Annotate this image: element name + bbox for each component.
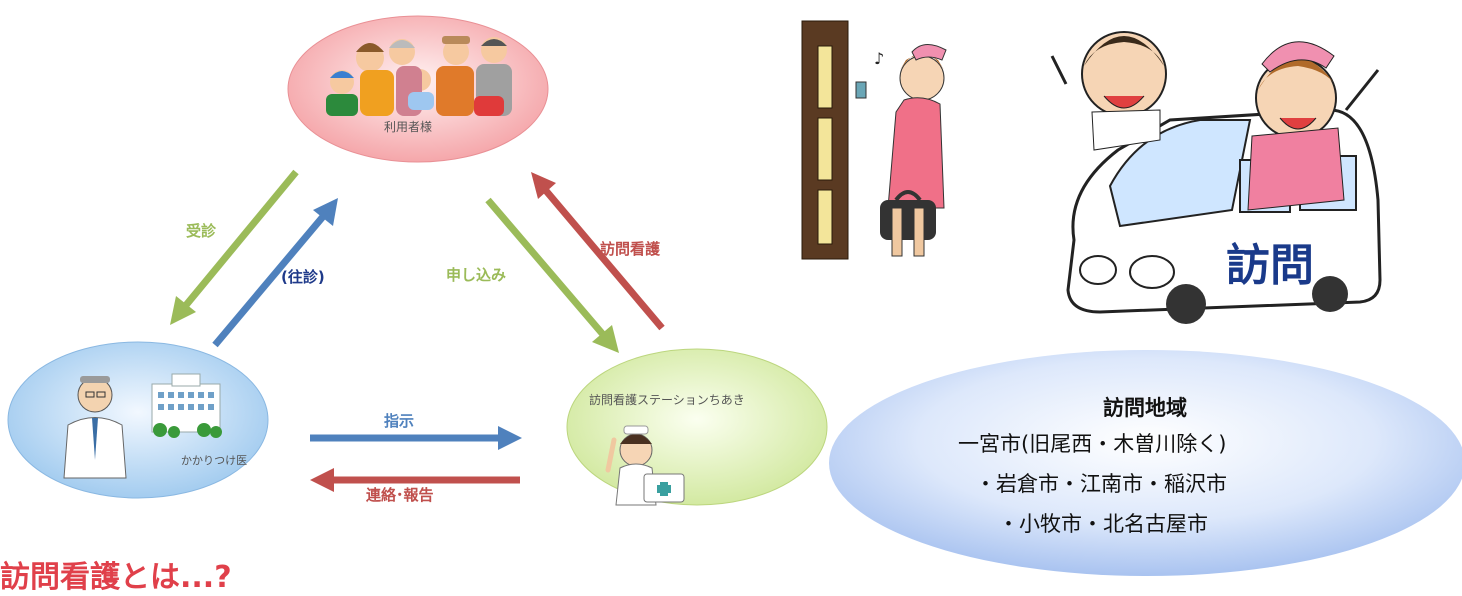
arrow-contact-report	[310, 468, 520, 492]
family-illustration	[326, 36, 512, 116]
area-ellipse	[829, 350, 1462, 576]
arrow-label-consult: 受診	[186, 222, 217, 240]
visit-area-line: ・小牧市・北名古屋市	[998, 512, 1208, 536]
arrow-label-house-call: (往診)	[281, 268, 325, 286]
arrow-label-instruction: 指示	[384, 412, 415, 430]
arrow-label-contact-report: 連絡･報告	[366, 486, 434, 504]
arrow-instruction	[310, 426, 522, 450]
page-heading: 訪問看護とは...?	[0, 560, 232, 595]
doctor-node	[7, 341, 269, 499]
doctor-node-label: かかりつけ医	[181, 454, 248, 467]
music-note-icon: ♪	[874, 49, 884, 68]
arrow-label-application: 申し込み	[446, 266, 507, 284]
station-node	[566, 348, 828, 506]
station-node-label: 訪問看護ステーションちあき	[589, 393, 745, 407]
arrow-house-call	[212, 198, 338, 348]
user-node-label: 利用者様	[384, 120, 433, 134]
arrow-label-visit-nursing: 訪問看護	[600, 240, 661, 258]
hospital-illustration	[151, 373, 222, 438]
arrow-application	[485, 197, 619, 353]
van-illustration	[1050, 31, 1382, 324]
van-sign: 訪問	[1226, 240, 1314, 291]
visit-area-line: ・岩倉市・江南市・稲沢市	[975, 472, 1227, 496]
doctor-illustration	[63, 376, 127, 479]
door-nurse-illustration	[801, 20, 947, 260]
arrow-visit-nursing	[531, 172, 665, 331]
visit-area-title: 訪問地域	[1103, 396, 1187, 420]
visit-area-line: 一宮市(旧尾西・木曽川除く)	[958, 432, 1227, 456]
station-nurse-illustration	[605, 425, 685, 506]
arrow-consult	[170, 169, 299, 325]
diagram-canvas: ♪ 訪問	[7, 15, 1462, 576]
